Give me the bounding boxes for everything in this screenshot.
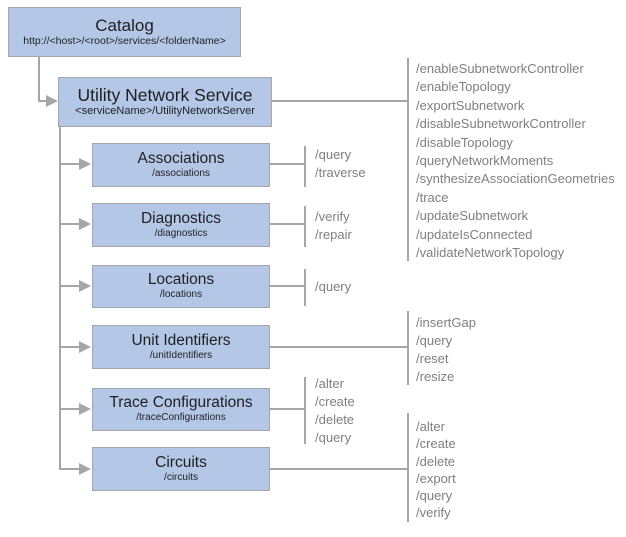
operation-label: /alter: [315, 376, 344, 391]
operation-label: /alter: [416, 419, 445, 434]
connector-catalog-vertical: [38, 57, 40, 102]
connector-branch-diagnostics: [59, 223, 80, 225]
arrow-right-icon: [79, 403, 91, 415]
operation-label: /delete: [416, 453, 456, 469]
connector-branch-trace-configurations: [59, 408, 80, 410]
operations-list-trace-configurations: /alter/create/delete/query: [315, 375, 355, 447]
connector-unit-identifiers-ops: [270, 346, 407, 348]
node-diagnostics: Diagnostics /diagnostics: [92, 203, 270, 247]
operation-label: /validateNetworkTopology: [416, 245, 565, 261]
operations-list-locations: /query: [315, 278, 351, 296]
node-trace-configurations-title: Trace Configurations: [109, 394, 253, 412]
operation-label: /insertGap: [416, 315, 476, 330]
rule-diagnostics-ops: [304, 206, 306, 247]
operation-label: /query: [416, 488, 453, 504]
operation-label: /enableTopology: [416, 79, 511, 95]
operation-label: /query: [315, 279, 352, 294]
operations-list-unit-identifiers: /insertGap/query/reset/resize: [416, 314, 476, 386]
node-trace-configurations-path: /traceConfigurations: [136, 412, 226, 424]
rule-associations-ops: [304, 146, 306, 187]
connector-trace-configurations-ops: [270, 408, 304, 410]
operations-list-circuits: /alter/create/delete/export/query/verify: [416, 418, 456, 522]
node-catalog-title: Catalog: [95, 15, 154, 35]
operation-label: /updateSubnetwork: [416, 208, 529, 224]
connector-locations-ops: [270, 285, 304, 287]
operation-label: /delete: [315, 412, 355, 427]
rule-locations-ops: [304, 269, 306, 306]
rule-service-ops: [407, 58, 409, 261]
node-catalog-url: http://<host>/<root>/services/<folderNam…: [23, 35, 226, 48]
operations-list-associations: /query/traverse: [315, 146, 366, 182]
node-service-title: Utility Network Service: [77, 85, 253, 106]
operations-list-diagnostics: /verify/repair: [315, 208, 352, 244]
operation-label: /query: [315, 430, 352, 445]
node-circuits: Circuits /circuits: [92, 447, 270, 491]
operation-label: /synthesizeAssociationGeometries: [416, 171, 615, 187]
operation-label: /repair: [315, 227, 352, 242]
connector-branch-unit-identifiers: [59, 346, 80, 348]
node-diagnostics-path: /diagnostics: [154, 227, 208, 239]
connector-branch-associations: [59, 163, 80, 165]
operation-label: /export: [416, 470, 456, 486]
connector-circuits-ops: [270, 468, 407, 470]
rule-trace-configurations-ops: [304, 377, 306, 444]
connector-branch-locations: [59, 285, 80, 287]
operation-label: /disableSubnetworkController: [416, 116, 586, 132]
node-diagnostics-title: Diagnostics: [140, 209, 222, 227]
arrow-right-icon: [79, 218, 91, 230]
arrow-right-icon: [79, 280, 91, 292]
operation-label: /create: [315, 394, 355, 409]
operation-label: /trace: [416, 189, 449, 205]
node-service-path: <serviceName>/UtilityNetworkServer: [75, 105, 255, 118]
node-trace-configurations: Trace Configurations /traceConfiguration…: [92, 388, 270, 431]
operation-label: /enableSubnetworkController: [416, 61, 584, 76]
operation-label: /query: [416, 333, 453, 348]
node-circuits-title: Circuits: [155, 453, 207, 471]
rule-unit-identifiers-ops: [407, 311, 409, 385]
operation-label: /updateIsConnected: [416, 226, 533, 242]
connector-catalog-horizontal: [38, 100, 50, 102]
node-associations-title: Associations: [137, 149, 225, 167]
node-associations: Associations /associations: [92, 143, 270, 187]
arrow-right-icon: [46, 95, 58, 107]
node-unit-identifiers-path: /unitIdentifiers: [149, 349, 213, 361]
node-utility-network-service: Utility Network Service <serviceName>/Ut…: [58, 77, 272, 127]
connector-service-trunk: [59, 127, 61, 470]
operation-label: /exportSubnetwork: [416, 97, 525, 113]
node-associations-path: /associations: [152, 167, 210, 179]
operation-label: /traverse: [315, 165, 366, 180]
node-locations-title: Locations: [147, 271, 215, 289]
connector-associations-ops: [270, 163, 304, 165]
connector-branch-circuits: [59, 468, 80, 470]
arrow-right-icon: [79, 341, 91, 353]
node-catalog: Catalog http://<host>/<root>/services/<f…: [8, 7, 241, 57]
operation-label: /resize: [416, 369, 455, 384]
operation-label: /verify: [315, 209, 350, 224]
connector-diagnostics-ops: [270, 223, 304, 225]
operation-label: /query: [315, 147, 352, 162]
operation-label: /reset: [416, 351, 449, 366]
node-locations: Locations /locations: [92, 265, 270, 308]
operations-list-service: /enableSubnetworkController/enableTopolo…: [416, 60, 615, 262]
operation-label: /create: [416, 436, 456, 452]
rule-circuits-ops: [407, 413, 409, 522]
operation-label: /disableTopology: [416, 134, 513, 150]
node-unit-identifiers: Unit Identifiers /unitIdentifiers: [92, 325, 270, 369]
arrow-right-icon: [79, 463, 91, 475]
operation-label: /queryNetworkMoments: [416, 153, 554, 169]
arrow-right-icon: [79, 158, 91, 170]
connector-service-ops: [272, 100, 407, 102]
node-unit-identifiers-title: Unit Identifiers: [131, 331, 231, 349]
operation-label: /verify: [416, 505, 451, 521]
node-locations-path: /locations: [159, 289, 203, 301]
node-circuits-path: /circuits: [164, 471, 198, 483]
